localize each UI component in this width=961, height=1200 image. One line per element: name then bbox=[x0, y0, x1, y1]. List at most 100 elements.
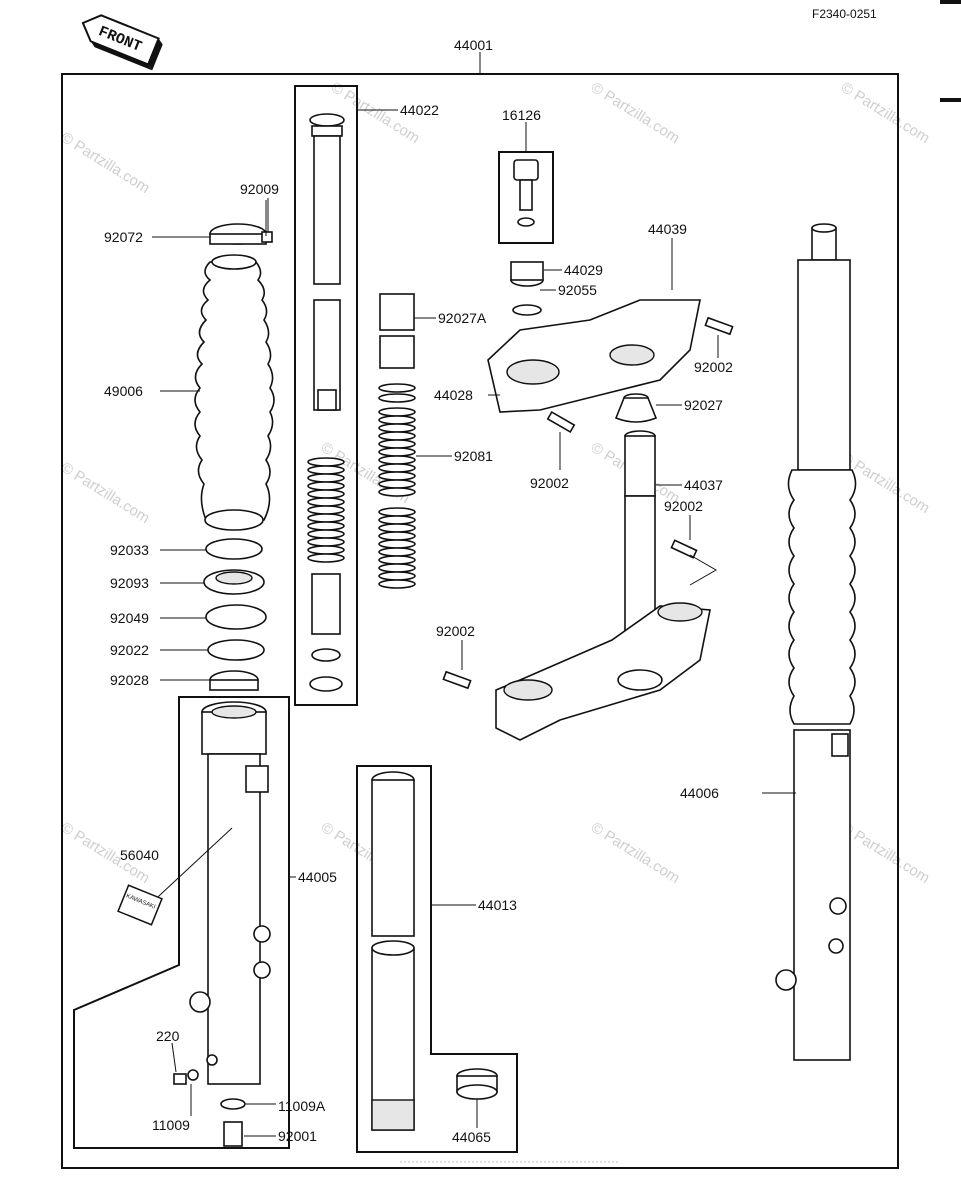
label-92027A: 92027A bbox=[438, 310, 487, 326]
label-92049: 92049 bbox=[110, 610, 149, 626]
steering-stem-44037 bbox=[495, 430, 711, 741]
label-44001: 44001 bbox=[454, 37, 493, 53]
spring-coil bbox=[378, 579, 416, 589]
label-44022: 44022 bbox=[400, 102, 439, 118]
spring-coil bbox=[378, 431, 416, 441]
label-44029: 44029 bbox=[564, 262, 603, 278]
box-44013 bbox=[356, 765, 518, 1153]
label-92022: 92022 bbox=[110, 642, 149, 658]
label-49006: 49006 bbox=[104, 383, 143, 399]
cartridge-parts-44022 bbox=[307, 113, 345, 692]
spring-coil bbox=[307, 545, 345, 555]
label-92055: 92055 bbox=[558, 282, 597, 298]
spring-coil bbox=[307, 465, 345, 475]
spring-coil bbox=[378, 415, 416, 425]
spring-coil bbox=[307, 529, 345, 539]
spring-coil bbox=[378, 407, 416, 417]
spring-coil bbox=[307, 489, 345, 499]
leader-92002-fork bbox=[689, 554, 718, 586]
spring-coil bbox=[378, 507, 416, 517]
spring-coil bbox=[307, 473, 345, 483]
label-44013: 44013 bbox=[478, 897, 517, 913]
inner-spring bbox=[307, 457, 345, 563]
outer-tube-44005 bbox=[189, 701, 271, 1085]
upper-triple-clamp bbox=[487, 261, 701, 413]
bushing-44065 bbox=[456, 1068, 498, 1100]
spring-coil bbox=[378, 471, 416, 481]
label-92002-a: 92002 bbox=[694, 359, 733, 375]
label-44006: 44006 bbox=[680, 785, 719, 801]
spring-coil bbox=[378, 515, 416, 525]
spring-coil bbox=[378, 555, 416, 565]
label-92072: 92072 bbox=[104, 229, 143, 245]
ring-92033 bbox=[205, 538, 263, 560]
label-56040: 56040 bbox=[120, 847, 159, 863]
ring-92022 bbox=[207, 639, 265, 661]
box-44005 bbox=[73, 696, 290, 1149]
label-92009: 92009 bbox=[240, 181, 279, 197]
left-stack bbox=[194, 200, 275, 691]
label-11009: 11009 bbox=[152, 1117, 190, 1133]
spring-coil bbox=[307, 521, 345, 531]
label-92093: 92093 bbox=[110, 575, 149, 591]
label-92081: 92081 bbox=[454, 448, 493, 464]
spring-coil bbox=[378, 383, 416, 393]
watermark: © Partzilla.com bbox=[58, 129, 153, 197]
spring-coil bbox=[307, 537, 345, 547]
spring-coil bbox=[307, 457, 345, 467]
spring-coil bbox=[378, 463, 416, 473]
fork-assembly-44006 bbox=[775, 223, 857, 1061]
spring-coil bbox=[378, 571, 416, 581]
box-44022 bbox=[294, 85, 358, 706]
label-92001: 92001 bbox=[278, 1128, 317, 1144]
label-44039: 44039 bbox=[648, 221, 687, 237]
edge-mark bbox=[940, 98, 961, 102]
decal-56040: KAWASAKI bbox=[117, 884, 163, 926]
spring-coil bbox=[378, 531, 416, 541]
spring-coil bbox=[378, 447, 416, 457]
spring-coil bbox=[378, 455, 416, 465]
spring-coil bbox=[307, 513, 345, 523]
front-direction-sign: FRONT bbox=[81, 14, 163, 71]
spring-coil bbox=[378, 523, 416, 533]
spring-coil bbox=[378, 539, 416, 549]
spring-coil bbox=[378, 439, 416, 449]
bolts-92002 bbox=[442, 316, 734, 690]
bottom-fasteners bbox=[173, 1069, 246, 1147]
spring-coil bbox=[378, 393, 416, 403]
watermark: © Partzilla.com bbox=[838, 79, 933, 147]
spring-coil bbox=[378, 547, 416, 557]
label-220: 220 bbox=[156, 1028, 180, 1044]
spacer-92027A bbox=[379, 293, 415, 369]
spring-coil bbox=[378, 423, 416, 433]
label-44037: 44037 bbox=[684, 477, 723, 493]
label-11009A: 11009A bbox=[278, 1098, 326, 1114]
label-92002-c: 92002 bbox=[664, 498, 703, 514]
edge-mark bbox=[940, 0, 961, 4]
label-92028: 92028 bbox=[110, 672, 149, 688]
spring-coil bbox=[378, 487, 416, 497]
watermark: © Partzilla.com bbox=[58, 459, 153, 527]
air-valve-16126 bbox=[513, 159, 539, 227]
spring-coil bbox=[307, 497, 345, 507]
spring-92081[interactable] bbox=[378, 383, 416, 589]
label-92033: 92033 bbox=[110, 542, 149, 558]
label-44028: 44028 bbox=[434, 387, 473, 403]
label-92002-b: 92002 bbox=[530, 475, 569, 491]
label-92027: 92027 bbox=[684, 397, 723, 413]
inner-tube-44013 bbox=[371, 771, 415, 1131]
label-44005: 44005 bbox=[298, 869, 337, 885]
watermark: © Partzilla.com bbox=[588, 819, 683, 887]
watermark: © Partzilla.com bbox=[588, 79, 683, 147]
spring-coil bbox=[307, 481, 345, 491]
diagram-code: F2340-0251 bbox=[812, 7, 877, 21]
spring-coil bbox=[378, 563, 416, 573]
label-92002-d: 92002 bbox=[436, 623, 475, 639]
spring-coil bbox=[378, 479, 416, 489]
ring-92049 bbox=[205, 604, 267, 630]
label-44065: 44065 bbox=[452, 1129, 491, 1145]
cone-92027 bbox=[614, 393, 658, 423]
label-16126: 16126 bbox=[502, 107, 541, 123]
spring-coil bbox=[307, 553, 345, 563]
